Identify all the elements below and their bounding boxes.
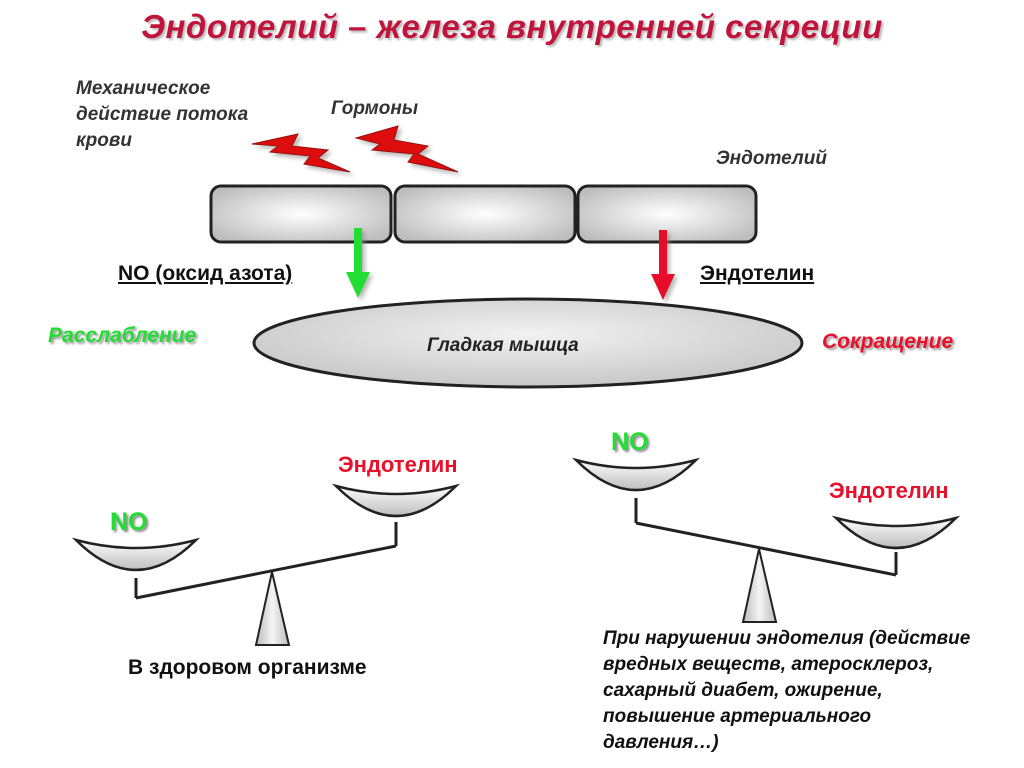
left-fulcrum [254, 571, 291, 646]
disorder-caption: При нарушении эндотелия (действие вредны… [603, 628, 971, 753]
endothelial-cell [209, 184, 393, 244]
left-no-pan [71, 537, 201, 572]
lightning-bolt-icon [354, 125, 459, 173]
no-arrow [346, 228, 370, 298]
right-no-pan [571, 457, 701, 492]
right-balance-scale [571, 457, 961, 623]
page-title: Эндотелий – железа внутренней секреции [141, 8, 883, 45]
endothelial-cell [393, 184, 577, 244]
relaxation-label: Расслабление [48, 324, 197, 347]
left-endothelin-label: Эндотелин [338, 452, 458, 477]
smooth-muscle-label: Гладкая мышца [427, 335, 579, 356]
endothelium-label: Эндотелий [716, 148, 827, 169]
left-endothelin-pan [331, 483, 461, 518]
hormones-label: Гормоны [331, 98, 419, 119]
right-endothelin-label: Эндотелин [829, 478, 949, 503]
lightning-bolt-icon [251, 133, 351, 173]
right-fulcrum [741, 548, 778, 623]
endothelin-arrow [651, 230, 675, 300]
right-no-label: NO [611, 428, 649, 456]
no-label: NO (оксид азота) [118, 262, 293, 285]
smooth-muscle-ellipse [252, 297, 804, 389]
contraction-label: Сокращение [822, 330, 954, 353]
endothelin-label: Эндотелин [700, 262, 815, 285]
right-endothelin-pan [831, 515, 961, 550]
mechanical-label: Механическое действие потока крови [76, 78, 249, 151]
left-no-label: NO [110, 508, 148, 536]
healthy-caption: В здоровом организме [128, 656, 367, 679]
left-balance-scale [71, 483, 461, 646]
